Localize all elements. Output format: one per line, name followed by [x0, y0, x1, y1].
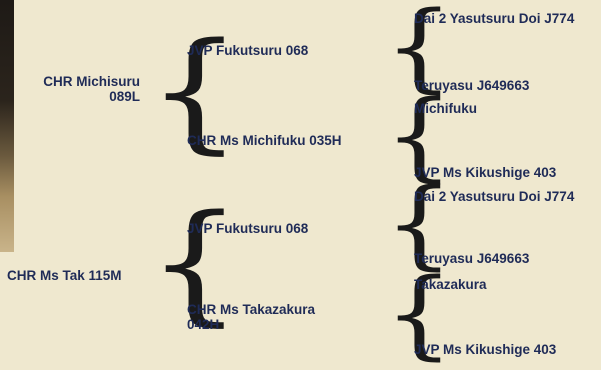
sire-sire-sire: Dai 2 Yasutsuru Doi J774	[414, 11, 575, 26]
brace-dam-dam: {	[384, 257, 454, 370]
brace-sire: {	[147, 15, 243, 167]
dam-sire-name: JVP Fukutsuru 068	[187, 221, 309, 236]
brace-sire-sire: {	[384, 0, 454, 103]
brace-dam-sire: {	[384, 167, 454, 280]
dam-name: CHR Ms Tak 115M	[7, 268, 122, 283]
brace-sire-dam: {	[384, 79, 454, 192]
sire-name: CHR Michisuru 089L	[43, 74, 140, 104]
sire-sire-dam: Teruyasu J649663	[414, 78, 530, 93]
dam-dam-dam: JVP Ms Kikushige 403	[414, 342, 557, 357]
brace-dam: {	[147, 187, 243, 339]
dam-sire-dam: Teruyasu J649663	[414, 251, 530, 266]
photo-edge	[0, 0, 14, 252]
sire-sire-name: JVP Fukutsuru 068	[187, 43, 309, 58]
dam-dam-sire: Takazakura	[414, 277, 487, 292]
sire-dam-sire: Michifuku	[414, 101, 477, 116]
sire-dam-dam: JVP Ms Kikushige 403	[414, 165, 557, 180]
dam-dam-name: CHR Ms Takazakura 042H	[187, 302, 316, 332]
sire-dam-name: CHR Ms Michifuku 035H	[187, 133, 342, 148]
dam-sire-sire: Dai 2 Yasutsuru Doi J774	[414, 189, 575, 204]
